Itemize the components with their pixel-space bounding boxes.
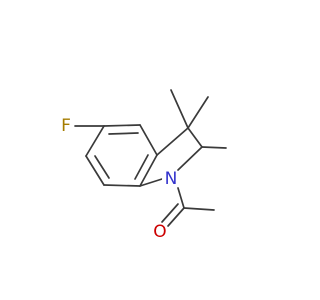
bond-c3-c2: [187, 127, 203, 148]
bond-c6-c7-inner: [94, 155, 110, 179]
bond-c2-methyl: [201, 146, 227, 149]
bond-c3-methyl-a: [170, 89, 189, 129]
bond-c7-c7a: [103, 184, 141, 187]
oxygen-atom-label: O: [153, 222, 166, 242]
pyrroline-ring: [139, 127, 203, 187]
bond-c3-methyl-b: [187, 96, 209, 129]
bond-carbonyl-oxygen: [167, 207, 185, 227]
substituents: [74, 89, 227, 227]
bond-n1-c7a: [139, 178, 163, 187]
bond-c3a-c3: [156, 127, 189, 156]
bond-carbonyl-oxygen-double: [161, 203, 179, 223]
bond-c7a-c3a: [139, 154, 158, 187]
fluorine-atom-label: F: [61, 116, 71, 136]
bond-c4-c5: [103, 124, 141, 127]
bond-carbonyl-methyl: [183, 207, 215, 211]
molecule-structure-diagram: F N O: [58, 89, 227, 242]
bond-c7a-c3a-inner: [134, 154, 149, 180]
bond-c3a-c4: [139, 124, 158, 156]
bond-c5-c6: [85, 125, 105, 157]
bond-c4-c5-inner: [108, 132, 139, 135]
bond-c6-c7: [85, 155, 105, 186]
bond-c2-n1: [177, 146, 203, 171]
atom-labels: F N O: [58, 116, 180, 242]
nitrogen-atom-label: N: [165, 169, 178, 189]
bond-n1-carbonyl: [177, 187, 185, 209]
benzene-ring: [85, 124, 158, 187]
